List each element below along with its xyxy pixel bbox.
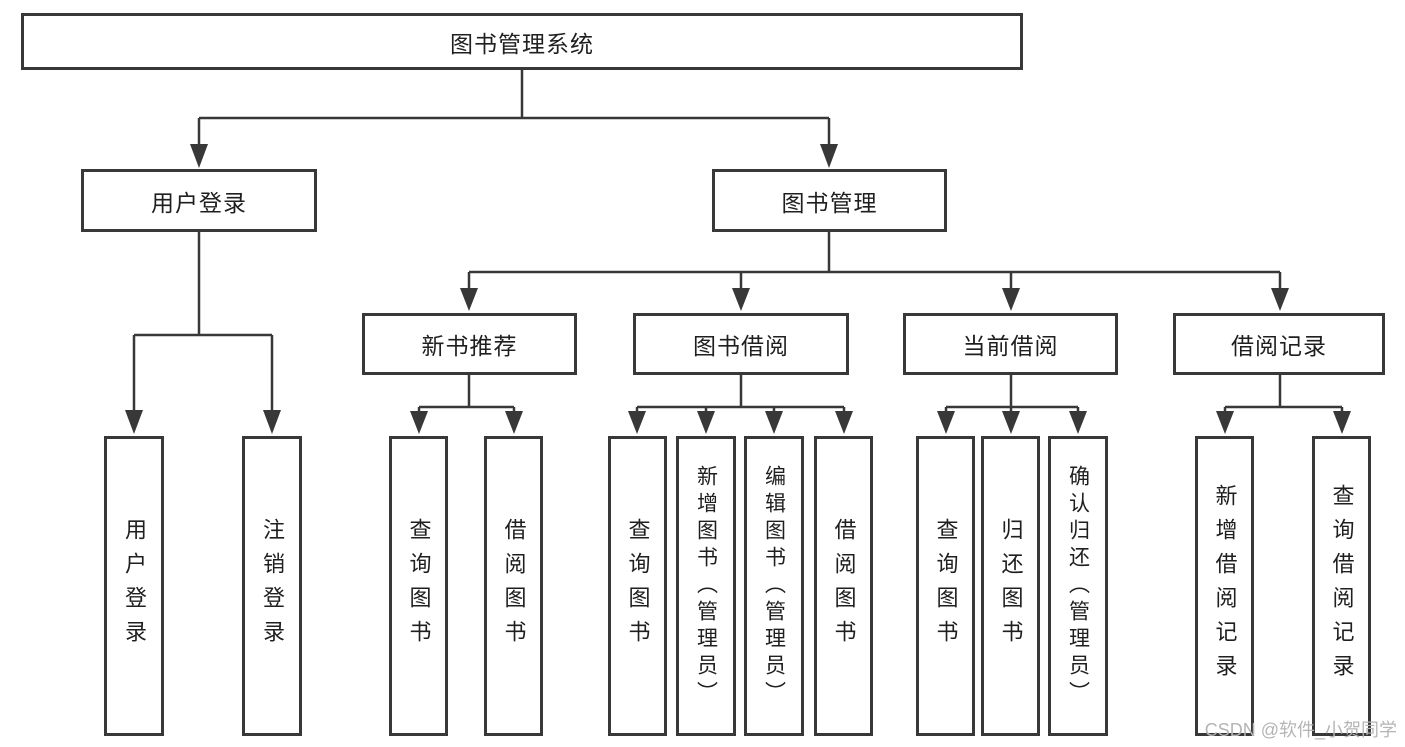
arrow-icon <box>765 411 783 434</box>
node-borrow-records: 借阅记录 <box>1173 313 1385 375</box>
arrow-icon <box>1271 288 1289 311</box>
leaf-label: 借阅图书 <box>831 518 857 654</box>
leaf-label: 新增借阅记录 <box>1212 484 1238 688</box>
connector-records-to-leaves <box>1223 375 1344 411</box>
leaf-add-book-admin: 新增图书（管理员） <box>676 436 736 736</box>
node-book-management: 图书管理 <box>712 169 947 232</box>
leaf-borrow-books-2: 借阅图书 <box>814 436 873 736</box>
arrowheads <box>125 144 1351 434</box>
connector-borrow-to-leaves <box>635 375 846 411</box>
leaf-label: 查询图书 <box>625 518 651 654</box>
connector-root-to-level2 <box>197 70 831 146</box>
node-current-borrow: 当前借阅 <box>903 313 1118 375</box>
leaf-edit-book-admin: 编辑图书（管理员） <box>744 436 804 736</box>
arrow-icon <box>937 411 955 434</box>
connector-current-to-leaves <box>944 375 1080 411</box>
arrow-icon <box>505 411 523 434</box>
arrow-icon <box>460 288 478 311</box>
connector-userlogin-to-leaves <box>132 232 274 412</box>
leaf-label: 借阅图书 <box>501 518 527 654</box>
connector-bookmgmt-to-level3 <box>467 232 1282 289</box>
node-user-login-label: 用户登录 <box>151 189 247 216</box>
arrow-icon <box>628 411 646 434</box>
leaf-label: 用户登录 <box>122 518 147 654</box>
arrow-icon <box>410 411 428 434</box>
arrow-icon <box>1002 288 1020 311</box>
leaf-label: 新增图书（管理员） <box>694 464 718 708</box>
arrow-icon <box>1002 411 1020 434</box>
leaf-label: 查询图书 <box>406 518 432 654</box>
leaf-query-books-3: 查询图书 <box>916 436 975 736</box>
leaf-user-login: 用户登录 <box>104 436 164 736</box>
leaf-add-borrow-record: 新增借阅记录 <box>1195 436 1254 736</box>
leaf-query-books-2: 查询图书 <box>608 436 667 736</box>
leaf-label: 归还图书 <box>998 518 1024 654</box>
csdn-watermark: CSDN @软件_小贺同学 <box>1204 720 1397 740</box>
node-new-book-recommend-label: 新书推荐 <box>421 333 518 359</box>
arrow-icon <box>1069 411 1087 434</box>
node-current-borrow-label: 当前借阅 <box>962 333 1059 359</box>
arrow-icon <box>1216 411 1234 434</box>
node-new-book-recommend: 新书推荐 <box>362 313 577 375</box>
node-book-management-label: 图书管理 <box>781 189 878 216</box>
node-user-login: 用户登录 <box>81 169 317 232</box>
node-book-borrow-label: 图书借阅 <box>693 333 789 359</box>
leaf-confirm-return-admin: 确认归还（管理员） <box>1048 436 1108 736</box>
arrow-icon <box>1333 411 1351 434</box>
leaf-label: 编辑图书（管理员） <box>762 464 786 708</box>
arrow-icon <box>835 411 853 434</box>
node-root: 图书管理系统 <box>21 13 1023 70</box>
leaf-label: 确认归还（管理员） <box>1066 464 1090 708</box>
node-borrow-records-label: 借阅记录 <box>1231 333 1327 359</box>
leaf-query-books-1: 查询图书 <box>389 436 448 736</box>
arrow-icon <box>697 411 715 434</box>
leaf-label: 注销登录 <box>260 518 285 654</box>
leaf-borrow-books-1: 借阅图书 <box>484 436 543 736</box>
arrow-icon <box>263 410 281 434</box>
leaf-label: 查询借阅记录 <box>1329 484 1355 688</box>
node-root-label: 图书管理系统 <box>450 30 594 57</box>
leaf-query-borrow-record: 查询借阅记录 <box>1312 436 1371 736</box>
leaf-logout: 注销登录 <box>242 436 302 736</box>
arrow-icon <box>125 410 143 434</box>
leaf-return-book: 归还图书 <box>981 436 1040 736</box>
leaf-label: 查询图书 <box>933 518 959 654</box>
arrow-icon <box>732 288 750 311</box>
arrow-icon <box>820 144 838 168</box>
connector-newbook-to-leaves <box>417 375 516 411</box>
arrow-icon <box>190 144 208 168</box>
node-book-borrow: 图书借阅 <box>633 313 849 375</box>
